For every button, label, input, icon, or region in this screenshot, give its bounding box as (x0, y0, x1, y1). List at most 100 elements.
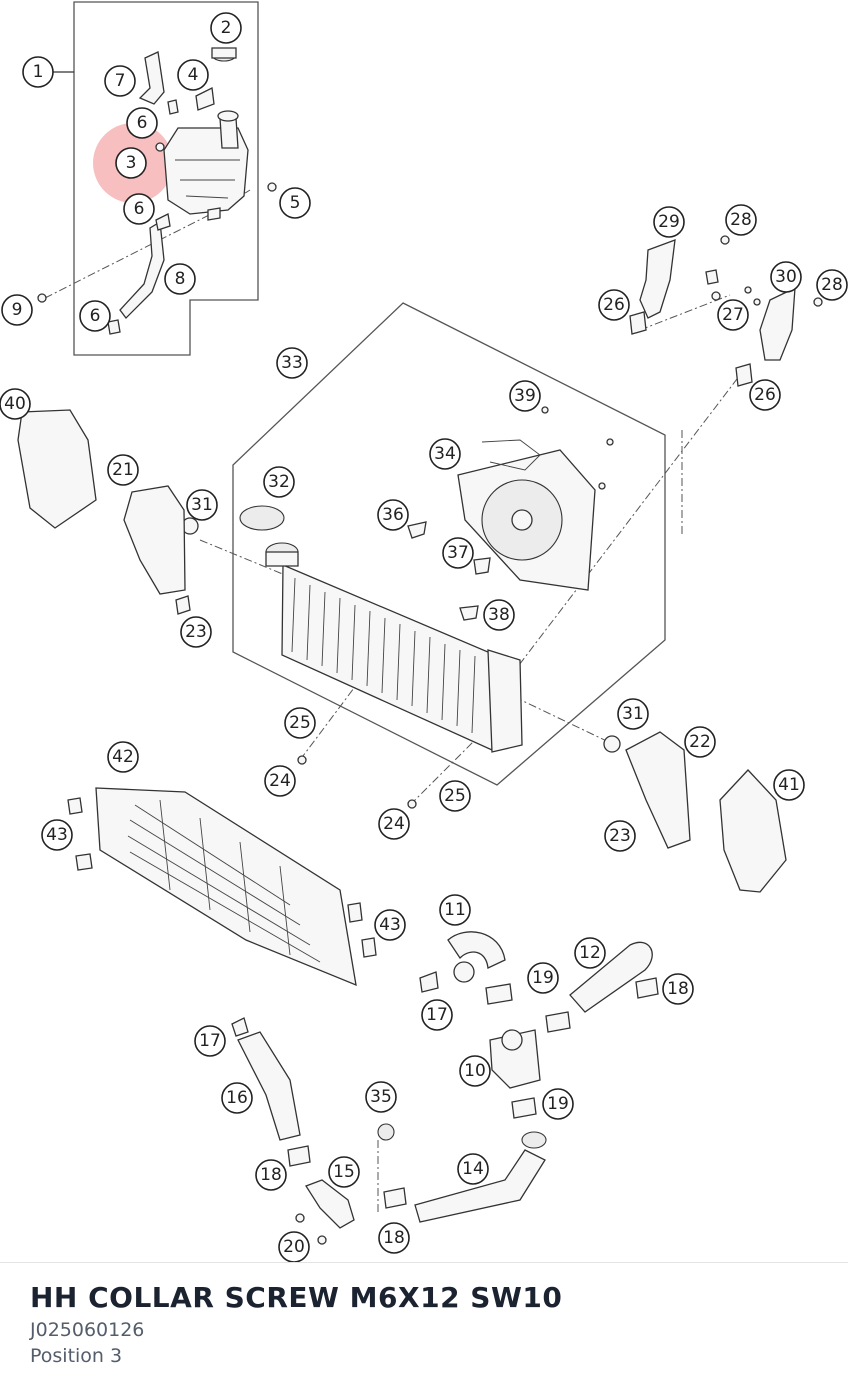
callout-label: 42 (112, 747, 134, 767)
callout-9[interactable]: 9 (1, 294, 33, 326)
callout-12[interactable]: 12 (574, 937, 606, 969)
callout-label: 26 (754, 385, 776, 405)
callout-29[interactable]: 29 (653, 206, 685, 238)
callout-label: 16 (226, 1088, 248, 1108)
callout-label: 2 (221, 18, 232, 38)
callout-1[interactable]: 1 (22, 56, 54, 88)
callout-3-highlighted[interactable]: 3 (115, 147, 147, 179)
callout-label: 23 (609, 826, 631, 846)
callout-26[interactable]: 26 (749, 379, 781, 411)
callout-24[interactable]: 24 (264, 765, 296, 797)
callout-35[interactable]: 35 (365, 1081, 397, 1113)
callout-label: 34 (434, 444, 456, 464)
callout-label: 38 (488, 605, 510, 625)
callout-31[interactable]: 31 (186, 489, 218, 521)
callout-25[interactable]: 25 (439, 780, 471, 812)
callout-17[interactable]: 17 (421, 999, 453, 1031)
callout-22[interactable]: 22 (684, 726, 716, 758)
callout-26[interactable]: 26 (598, 289, 630, 321)
part-position: Position 3 (30, 1345, 123, 1367)
callout-37[interactable]: 37 (442, 537, 474, 569)
expansion-tank-frame (73, 1, 259, 356)
callout-39[interactable]: 39 (509, 380, 541, 412)
callout-36[interactable]: 36 (377, 499, 409, 531)
callout-18[interactable]: 18 (378, 1222, 410, 1254)
callout-label: 25 (444, 786, 466, 806)
callout-17[interactable]: 17 (194, 1025, 226, 1057)
callout-label: 6 (137, 113, 148, 133)
callout-4[interactable]: 4 (177, 59, 209, 91)
callout-32[interactable]: 32 (263, 466, 295, 498)
callout-6[interactable]: 6 (126, 107, 158, 139)
left-side-cover (17, 409, 97, 529)
callout-8[interactable]: 8 (164, 263, 196, 295)
callout-28[interactable]: 28 (725, 204, 757, 236)
callout-label: 39 (514, 386, 536, 406)
callout-41[interactable]: 41 (773, 769, 805, 801)
right-side-cover (719, 769, 787, 893)
callout-label: 24 (269, 771, 291, 791)
callout-label: 3 (126, 153, 137, 173)
expansion-tank-group (37, 47, 277, 335)
part-name: HH COLLAR SCREW M6X12 SW10 (30, 1281, 563, 1314)
callout-23[interactable]: 23 (180, 616, 212, 648)
callout-label: 1 (33, 62, 44, 82)
callout-7[interactable]: 7 (104, 65, 136, 97)
callout-label: 26 (603, 295, 625, 315)
callout-15[interactable]: 15 (328, 1156, 360, 1188)
callout-43[interactable]: 43 (41, 819, 73, 851)
callout-30[interactable]: 30 (770, 261, 802, 293)
callout-18[interactable]: 18 (662, 973, 694, 1005)
callout-16[interactable]: 16 (221, 1082, 253, 1114)
exploded-parts-diagram: 1 2 3 4 5 6 6 6 7 8 9 10 11 12 14 15 16 … (0, 1, 848, 1262)
callout-21[interactable]: 21 (107, 454, 139, 486)
callout-24[interactable]: 24 (378, 808, 410, 840)
callout-20[interactable]: 20 (278, 1231, 310, 1262)
callout-label: 6 (134, 199, 145, 219)
callout-label: 18 (383, 1228, 405, 1248)
callout-label: 19 (547, 1094, 569, 1114)
radiator-group (175, 505, 621, 809)
callout-label: 6 (90, 306, 101, 326)
callout-label: 35 (370, 1087, 392, 1107)
callout-label: 4 (188, 65, 199, 85)
callout-40[interactable]: 40 (0, 388, 31, 420)
callout-label: 41 (778, 775, 800, 795)
callout-label: 23 (185, 622, 207, 642)
callout-42[interactable]: 42 (107, 741, 139, 773)
callout-label: 32 (268, 472, 290, 492)
callout-18[interactable]: 18 (255, 1159, 287, 1191)
callout-10[interactable]: 10 (459, 1055, 491, 1087)
callout-label: 29 (658, 212, 680, 232)
callout-6[interactable]: 6 (123, 193, 155, 225)
callout-label: 43 (46, 825, 68, 845)
callout-label: 27 (722, 305, 744, 325)
callout-label: 10 (464, 1061, 486, 1081)
grille-group (67, 787, 377, 987)
callout-label: 25 (289, 713, 311, 733)
callout-19[interactable]: 19 (527, 962, 559, 994)
callout-6[interactable]: 6 (79, 300, 111, 332)
callout-label: 24 (383, 814, 405, 834)
callout-label: 31 (622, 704, 644, 724)
callout-28[interactable]: 28 (816, 269, 848, 301)
part-number: J025060126 (30, 1319, 145, 1341)
callout-label: 7 (115, 71, 126, 91)
callout-25[interactable]: 25 (284, 707, 316, 739)
callout-label: 18 (260, 1165, 282, 1185)
callout-43[interactable]: 43 (374, 909, 406, 941)
callout-label: 28 (730, 210, 752, 230)
callout-23[interactable]: 23 (604, 820, 636, 852)
callout-34[interactable]: 34 (429, 438, 461, 470)
callout-31[interactable]: 31 (617, 698, 649, 730)
callout-2[interactable]: 2 (210, 12, 242, 44)
callout-11[interactable]: 11 (439, 894, 471, 926)
callout-33[interactable]: 33 (276, 347, 308, 379)
callout-5[interactable]: 5 (279, 187, 311, 219)
callout-27[interactable]: 27 (717, 299, 749, 331)
callout-14[interactable]: 14 (457, 1153, 489, 1185)
callout-19[interactable]: 19 (542, 1088, 574, 1120)
callout-label: 17 (426, 1005, 448, 1025)
callout-label: 31 (191, 495, 213, 515)
callout-38[interactable]: 38 (483, 599, 515, 631)
